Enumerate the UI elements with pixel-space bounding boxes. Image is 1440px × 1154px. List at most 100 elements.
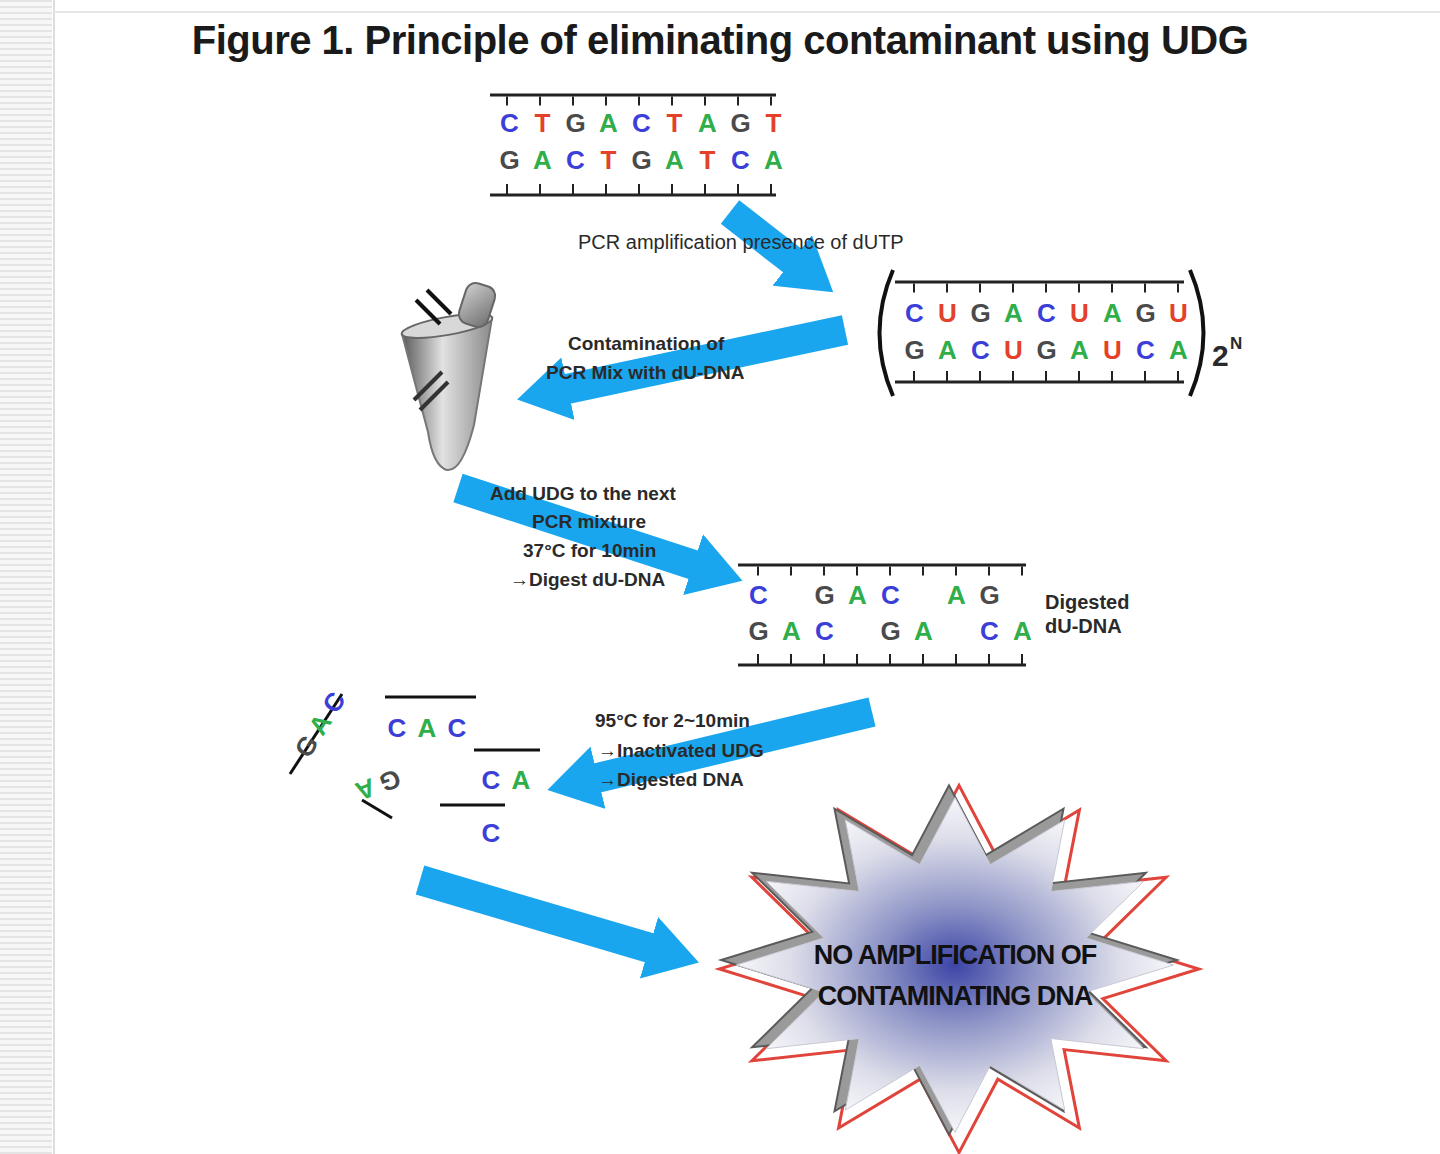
- process-arrow: [420, 212, 872, 948]
- base-letter: C: [1129, 335, 1162, 366]
- base-letter: G: [808, 580, 841, 611]
- base-letter: C: [973, 616, 1006, 647]
- base-letter: A: [412, 713, 442, 744]
- result-starburst: NO AMPLIFICATION OF CONTAMINATING DNA: [720, 785, 1190, 1145]
- dna-fragment: CAC: [382, 713, 472, 744]
- base-letter: U: [1063, 298, 1096, 329]
- dna-fragment: CA: [476, 765, 536, 796]
- base-letter: A: [658, 145, 691, 176]
- base-letter: A: [1006, 616, 1039, 647]
- dna-strand: CTGACTAGT: [493, 108, 790, 139]
- step-label: 37°C for 10min: [523, 540, 656, 563]
- base-letter: A: [1162, 335, 1195, 366]
- base-letter: A: [506, 765, 536, 796]
- base-letter: A: [1063, 335, 1096, 366]
- dna-fragment: C: [476, 818, 506, 849]
- dna-strand: GACTGATCA: [493, 145, 790, 176]
- base-letter: G: [625, 145, 658, 176]
- base-letter: [907, 580, 940, 611]
- base-letter: G: [874, 616, 907, 647]
- base-letter: U: [1162, 298, 1195, 329]
- base-letter: C: [742, 580, 775, 611]
- dna-strand: GACUGAUCA: [898, 335, 1195, 366]
- figure-title: Figure 1. Principle of eliminating conta…: [0, 16, 1440, 64]
- base-letter: A: [997, 298, 1030, 329]
- base-letter: G: [724, 108, 757, 139]
- step-label: PCR amplification presence of dUTP: [578, 230, 904, 254]
- base-letter: T: [592, 145, 625, 176]
- step-label: Contamination of: [568, 333, 724, 356]
- base-letter: C: [724, 145, 757, 176]
- base-letter: C: [1030, 298, 1063, 329]
- base-letter: C: [625, 108, 658, 139]
- base-letter: C: [898, 298, 931, 329]
- step-label: PCR mixture: [532, 511, 646, 534]
- base-letter: U: [931, 298, 964, 329]
- bracket: [880, 270, 894, 396]
- base-letter: C: [964, 335, 997, 366]
- base-letter: [841, 616, 874, 647]
- base-letter: A: [592, 108, 625, 139]
- pcr-tube: [400, 280, 498, 470]
- base-letter: G: [493, 145, 526, 176]
- step-label: PCR Mix with dU-DNA: [546, 362, 744, 385]
- bracket: [1190, 270, 1204, 396]
- base-letter: C: [476, 765, 506, 796]
- base-letter: A: [940, 580, 973, 611]
- dna-fragment: GAC: [287, 683, 355, 766]
- dna-duplex: [895, 282, 1184, 382]
- base-letter: G: [559, 108, 592, 139]
- base-letter: C: [808, 616, 841, 647]
- result-text: NO AMPLIFICATION OF CONTAMINATING DNA: [765, 935, 1145, 1016]
- base-letter: A: [775, 616, 808, 647]
- base-letter: G: [1129, 298, 1162, 329]
- base-letter: [940, 616, 973, 647]
- base-letter: T: [757, 108, 790, 139]
- base-letter: A: [757, 145, 790, 176]
- dna-strand: C GAC AG: [742, 580, 1006, 611]
- base-letter: G: [1030, 335, 1063, 366]
- step-label: Add UDG to the next: [490, 483, 676, 506]
- base-letter: A: [907, 616, 940, 647]
- base-letter: G: [898, 335, 931, 366]
- panel-edge: [54, 11, 1440, 13]
- dna-duplex: [738, 565, 1026, 665]
- step-label: →Digest dU-DNA: [510, 569, 665, 592]
- dna-duplex: [490, 95, 776, 195]
- base-letter: C: [559, 145, 592, 176]
- base-letter: G: [742, 616, 775, 647]
- base-letter: C: [442, 713, 472, 744]
- dna-strand: GAC GA CA: [742, 616, 1039, 647]
- base-letter: T: [691, 145, 724, 176]
- starburst-red-edge: [719, 785, 1198, 1152]
- step-label: 95°C for 2~10min: [595, 710, 750, 733]
- starburst-body: [736, 798, 1173, 1133]
- step-label: →Digested DNA: [598, 769, 744, 792]
- base-letter: C: [476, 818, 506, 849]
- base-letter: T: [526, 108, 559, 139]
- side-stripes: [0, 0, 52, 1154]
- base-letter: G: [973, 580, 1006, 611]
- dna-strand: CUGACUAGU: [898, 298, 1195, 329]
- base-letter: [775, 580, 808, 611]
- panel-edge: [53, 0, 55, 1154]
- starburst-shard: [721, 785, 1177, 1134]
- dna-fragment: GA: [348, 761, 408, 808]
- copy-number: 2: [1212, 338, 1229, 374]
- base-letter: A: [1096, 298, 1129, 329]
- digest-label: Digested dU-DNA: [1045, 590, 1165, 638]
- base-letter: C: [382, 713, 412, 744]
- base-letter: U: [1096, 335, 1129, 366]
- base-letter: U: [997, 335, 1030, 366]
- base-letter: C: [493, 108, 526, 139]
- base-letter: A: [526, 145, 559, 176]
- base-letter: T: [658, 108, 691, 139]
- base-letter: A: [841, 580, 874, 611]
- base-letter: C: [874, 580, 907, 611]
- step-label: →Inactivated UDG: [598, 740, 764, 763]
- base-letter: G: [964, 298, 997, 329]
- base-letter: A: [931, 335, 964, 366]
- base-letter: A: [691, 108, 724, 139]
